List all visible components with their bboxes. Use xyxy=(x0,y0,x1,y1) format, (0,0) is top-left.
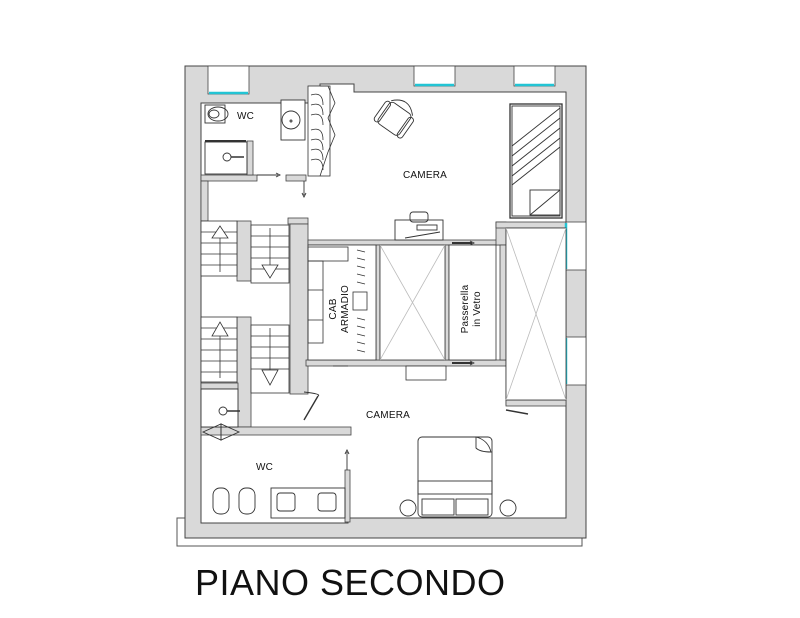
window-top-left xyxy=(207,65,250,95)
interior-walls xyxy=(200,140,567,523)
passerella-label-line2: in Vetro xyxy=(472,291,483,327)
windows xyxy=(207,65,587,386)
room-label-wc-bottom: WC xyxy=(256,462,274,473)
room-label-wc-top: WC xyxy=(237,111,255,122)
window-right-upper xyxy=(564,221,587,271)
open-voids xyxy=(379,227,567,415)
room-label-camera-top: CAMERA xyxy=(403,170,447,181)
room-label-cab-armadio: CAB ARMADIO xyxy=(328,281,352,337)
room-label-passerella: Passerella in Vetro xyxy=(460,279,484,339)
top-wc-fixtures xyxy=(204,99,307,199)
stairs xyxy=(200,220,290,394)
cab-label-line2: ARMADIO xyxy=(340,284,351,334)
bottom-wc-fixtures xyxy=(212,448,350,519)
room-label-camera-bottom: CAMERA xyxy=(366,410,410,421)
window-right-lower xyxy=(564,336,587,386)
lower-shower xyxy=(200,388,320,441)
plan-title: PIANO SECONDO xyxy=(195,562,506,603)
passerella-label-line1: Passerella xyxy=(460,284,471,334)
walk-in-closet xyxy=(307,244,377,367)
camera-top-furniture xyxy=(373,99,563,246)
window-top-right xyxy=(513,65,556,87)
camera-bottom-furniture xyxy=(399,436,517,518)
window-top-middle xyxy=(413,65,456,87)
cab-label-line1: CAB xyxy=(328,298,339,320)
wardrobe-top xyxy=(307,85,336,177)
